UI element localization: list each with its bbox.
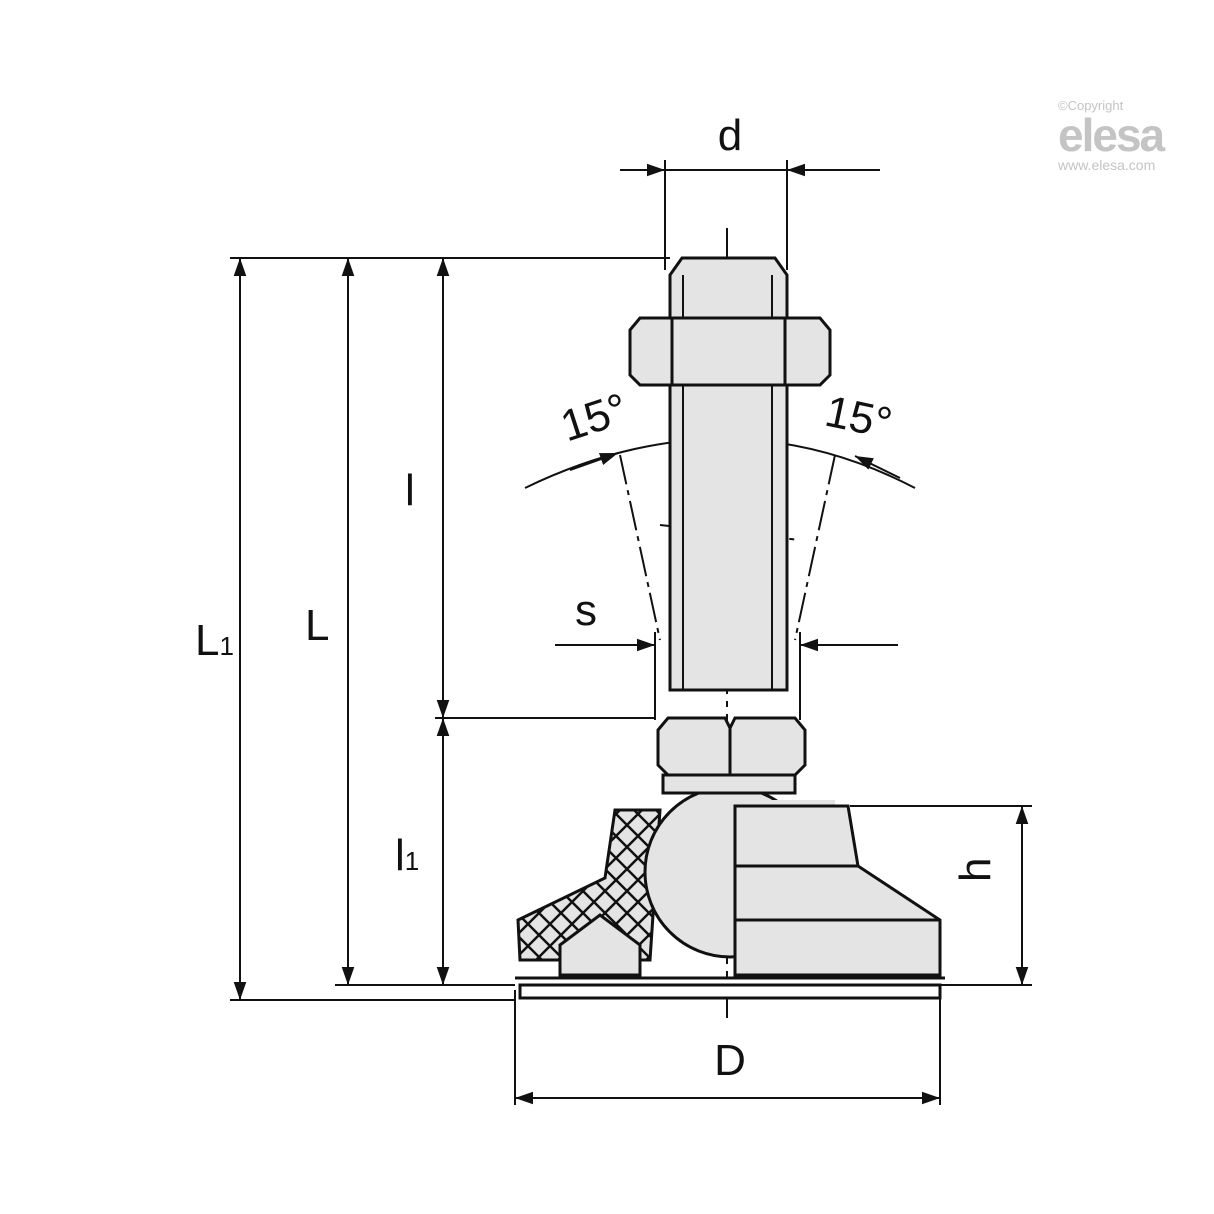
label-L1: L1 [195, 616, 234, 665]
copyright-text: ©Copyright [1058, 98, 1124, 113]
label-angle-left: 15° [555, 384, 633, 451]
label-l: l [405, 466, 415, 515]
label-l1-main: l [395, 831, 405, 880]
elesa-logo: ©Copyright elesa www.elesa.com [1058, 98, 1208, 173]
dimension-labels: d 15° 15° l L L1 l1 s h D [195, 111, 1000, 1085]
brand-text: elesa [1058, 109, 1165, 161]
label-L: L [305, 601, 329, 650]
label-angle-right: 15° [821, 387, 896, 449]
label-L1-main: L [195, 616, 219, 665]
label-l1: l1 [395, 831, 419, 880]
label-h: h [951, 858, 1000, 882]
label-s: s [575, 586, 597, 635]
label-L1-sub: 1 [219, 631, 233, 661]
label-D: D [714, 1036, 746, 1085]
label-l1-sub: 1 [405, 846, 419, 876]
leveling-foot [515, 256, 945, 1000]
url-text: www.elesa.com [1058, 157, 1156, 173]
label-d: d [718, 111, 742, 160]
